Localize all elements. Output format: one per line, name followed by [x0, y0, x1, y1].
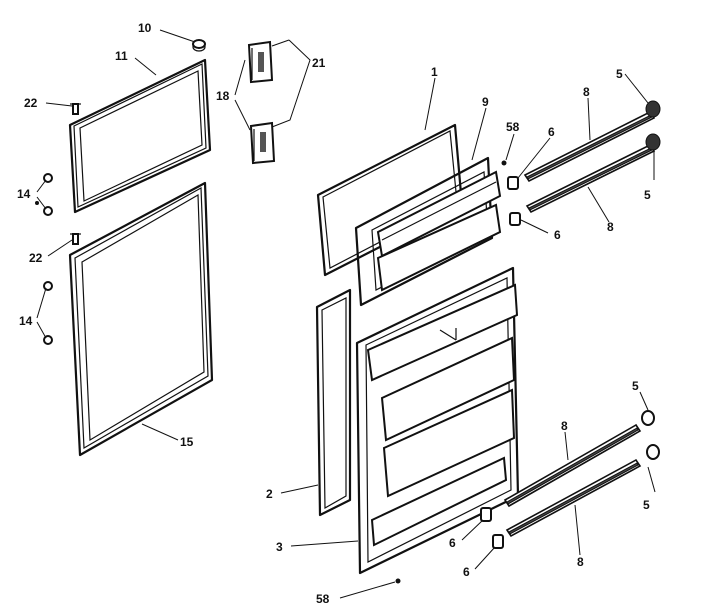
- end-cap-part-5-d: [646, 444, 660, 460]
- callout-labels: 10 11 22 14 22 14 15 18 21 1 9 58 6 8 5 …: [17, 21, 651, 606]
- fresh-food-gasket-part-15: [68, 181, 214, 457]
- callout-15: 15: [180, 435, 194, 449]
- freezer-liner-part-9: [354, 156, 502, 307]
- callout-14-upper: 14: [17, 187, 31, 201]
- rod-part-8-upper-b: [525, 143, 656, 214]
- hinge-part-18-top: [247, 40, 274, 84]
- callout-9: 9: [482, 95, 489, 109]
- callout-6-lower-b: 6: [463, 565, 470, 579]
- clip-part-6-upper-b: [509, 212, 521, 226]
- end-cap-part-5-b: [645, 133, 661, 151]
- callout-6-upper-a: 6: [548, 125, 555, 139]
- callout-5-b: 5: [644, 188, 651, 202]
- screw-part-22-upper: [70, 103, 81, 115]
- callout-8-upper-b: 8: [607, 220, 614, 234]
- callout-2: 2: [266, 487, 273, 501]
- end-cap-part-5-c: [641, 410, 655, 426]
- rod-part-8-lower-b: [505, 458, 642, 538]
- callout-5-a: 5: [616, 67, 623, 81]
- freezer-gasket-part-11: [68, 58, 212, 214]
- callout-22-lower: 22: [29, 251, 43, 265]
- callout-8-upper-a: 8: [583, 85, 590, 99]
- screw-part-58-upper: [501, 160, 507, 166]
- ring-part-14-upper: [35, 173, 53, 216]
- callout-5-d: 5: [643, 498, 650, 512]
- callout-3: 3: [276, 540, 283, 554]
- rod-part-8-lower-a: [503, 423, 642, 508]
- callout-22-upper: 22: [24, 96, 38, 110]
- callout-5-c: 5: [632, 379, 639, 393]
- callout-18: 18: [216, 89, 230, 103]
- cap-part-10: [192, 39, 206, 52]
- screw-part-22-lower: [70, 233, 81, 245]
- callout-58-upper: 58: [506, 120, 520, 134]
- callout-1: 1: [431, 65, 438, 79]
- callout-6-upper-b: 6: [554, 228, 561, 242]
- clip-part-6-lower-a: [480, 507, 492, 522]
- callout-58-lower: 58: [316, 592, 330, 606]
- callout-8-lower-b: 8: [577, 555, 584, 569]
- callout-14-lower: 14: [19, 314, 33, 328]
- callout-21: 21: [312, 56, 326, 70]
- callout-11: 11: [115, 49, 128, 63]
- callout-6-lower-a: 6: [449, 536, 456, 550]
- fresh-food-panel-part-2: [315, 288, 352, 517]
- fresh-food-liner-part-3: [355, 266, 520, 575]
- leader-lines: [36, 29, 656, 599]
- screw-part-58-lower: [395, 578, 401, 584]
- callout-10: 10: [138, 21, 152, 35]
- callout-8-lower-a: 8: [561, 419, 568, 433]
- end-cap-part-5-a: [645, 100, 661, 118]
- hinge-part-18-bottom: [249, 121, 276, 165]
- clip-part-6-upper-a: [507, 176, 519, 190]
- clip-part-6-lower-b: [492, 534, 504, 549]
- rod-part-8-upper-a: [523, 110, 656, 183]
